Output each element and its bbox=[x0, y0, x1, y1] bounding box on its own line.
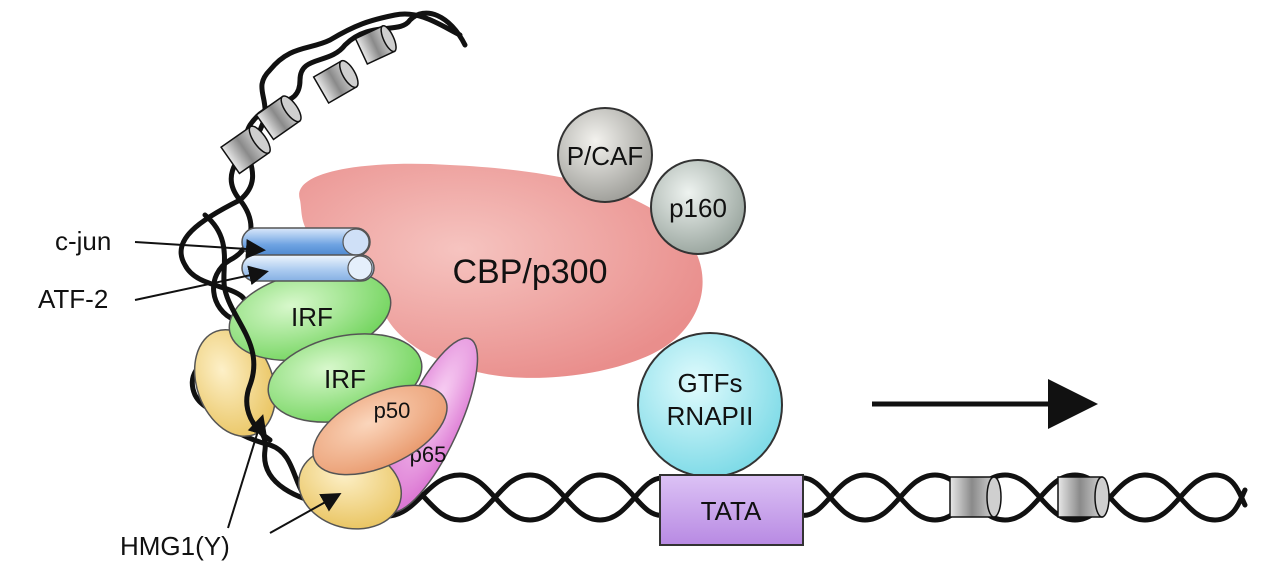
atf2-label: ATF-2 bbox=[38, 284, 108, 314]
atf2-leader-arrow bbox=[134, 265, 269, 301]
cjun-label: c-jun bbox=[55, 226, 111, 256]
nucleosome-bottom-2 bbox=[1057, 476, 1110, 518]
pcaf-circle bbox=[557, 107, 653, 203]
tata-box: TATA bbox=[659, 474, 804, 546]
nucleosome-top-1 bbox=[220, 125, 271, 175]
p160-circle bbox=[650, 159, 746, 255]
hmg-leader-arrow-lower bbox=[269, 493, 342, 534]
nucleosome-top-4 bbox=[354, 24, 397, 66]
gtfs-label-line2: RNAPII bbox=[667, 401, 754, 431]
p160-label: p160 bbox=[669, 193, 727, 223]
atf2-rod bbox=[241, 254, 375, 282]
p50-label: p50 bbox=[374, 398, 411, 423]
gtfs-label-line1: GTFs bbox=[678, 368, 743, 398]
nucleosome-bottom-1 bbox=[949, 476, 1002, 518]
tata-rect bbox=[659, 474, 804, 546]
cbp-shape bbox=[299, 163, 703, 378]
pcaf-protein: P/CAF bbox=[557, 107, 653, 203]
hmg-callout: HMG1(Y) bbox=[120, 414, 342, 561]
cbp-label: CBP/p300 bbox=[453, 253, 608, 291]
p160-protein: p160 bbox=[650, 159, 746, 255]
p50-protein: p50 bbox=[312, 384, 448, 476]
atf2-callout: ATF-2 bbox=[38, 265, 269, 314]
cjun-rod bbox=[241, 227, 371, 257]
p50-shape bbox=[312, 384, 448, 476]
tata-label: TATA bbox=[701, 496, 762, 526]
nucleosome-top-2 bbox=[255, 95, 302, 141]
cjun-leader-arrow bbox=[134, 239, 266, 259]
irf-lower-label: IRF bbox=[324, 364, 366, 394]
cbp-p300: CBP/p300 bbox=[299, 163, 703, 378]
nucleosome-top-3 bbox=[312, 59, 359, 105]
cjun-callout: c-jun bbox=[55, 226, 266, 259]
hmg-label: HMG1(Y) bbox=[120, 531, 230, 561]
irf-upper-label: IRF bbox=[291, 302, 333, 332]
hmg-leader-arrow-upper bbox=[227, 414, 267, 529]
pcaf-label: P/CAF bbox=[567, 141, 644, 171]
gtfs-rnapii: GTFs RNAPII bbox=[637, 332, 783, 478]
nucleosome-cylinders bbox=[220, 24, 1110, 518]
